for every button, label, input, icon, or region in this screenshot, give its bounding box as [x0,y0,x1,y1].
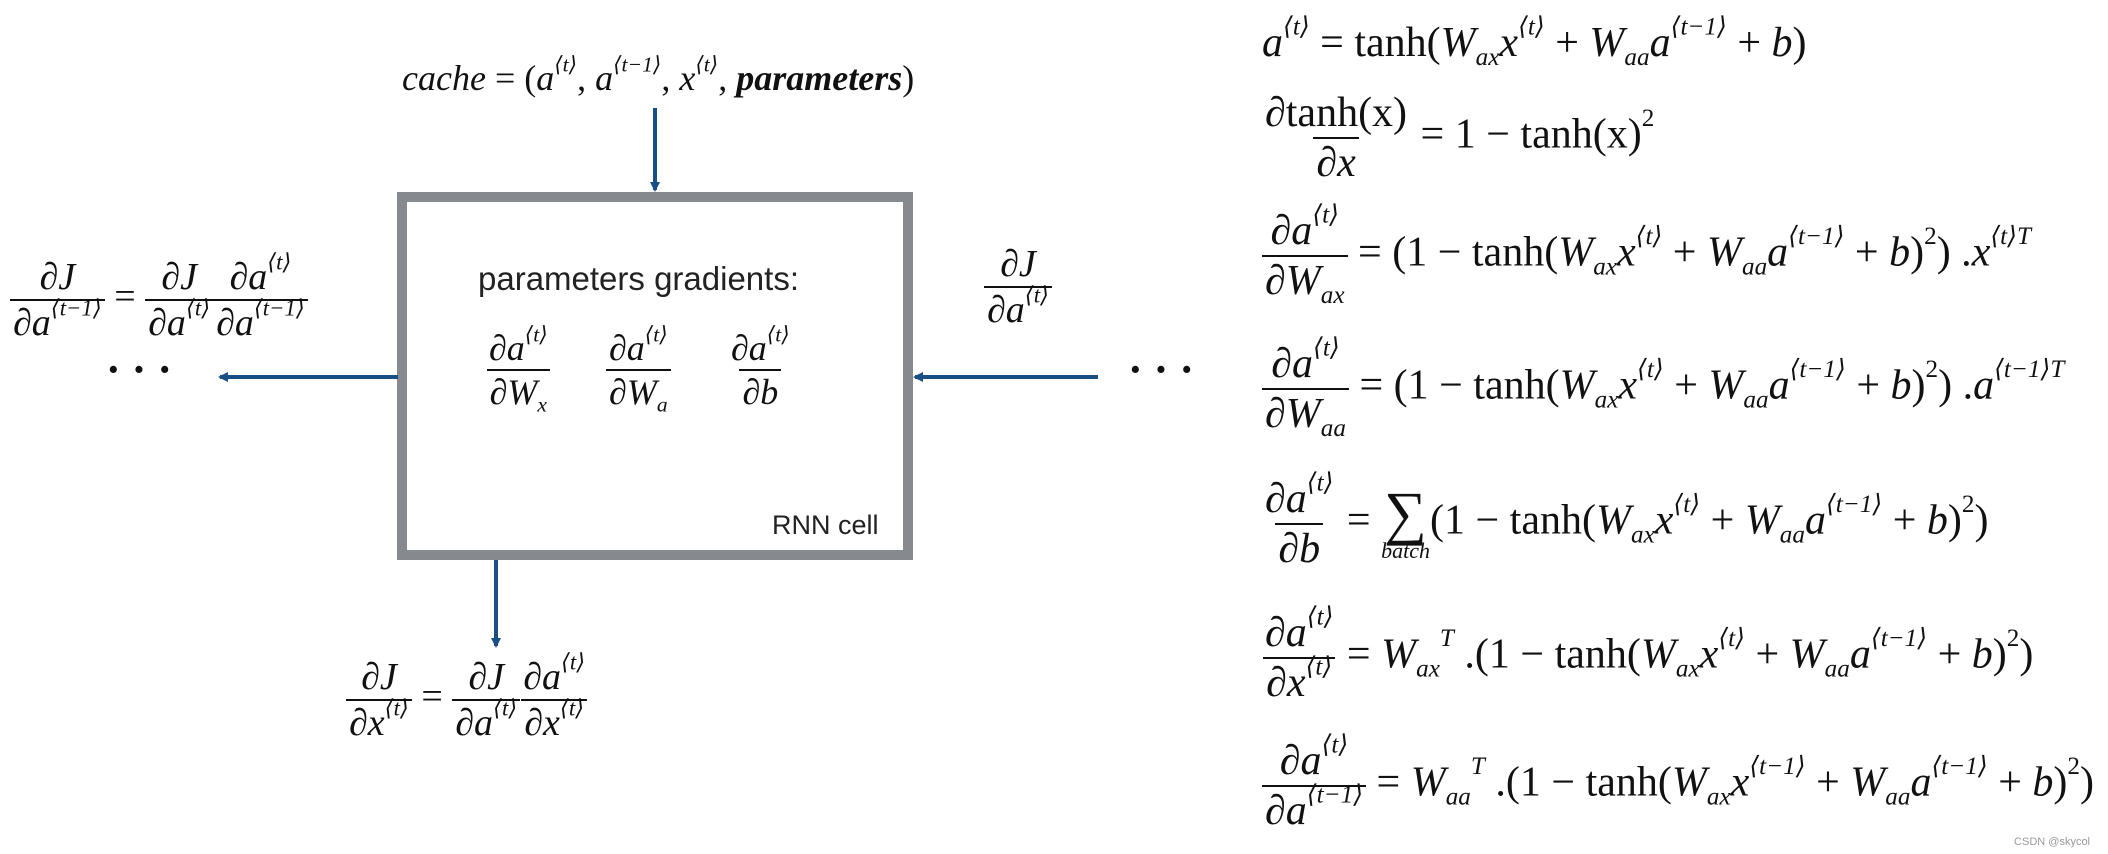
param-grad-wx: ∂a⟨t⟩∂Wx [486,324,551,415]
equation-grad-b: ∂a⟨t⟩∂b = ∑batch(1 − tanh(Waxx⟨t⟩ + Waaa… [1265,469,1989,572]
watermark: CSDN @skycol [2014,836,2090,848]
equation-tanh-derivative: ∂tanh(x)∂x = 1 − tanh(x)2 [1265,90,1655,186]
right-ellipsis: · · · [1128,345,1195,394]
left-gradient-equation: ∂J∂a⟨t−1⟩ = ∂J∂a⟨t⟩∂a⟨t⟩∂a⟨t−1⟩ [10,251,308,342]
param-grad-b: ∂a⟨t⟩∂b [731,322,790,412]
rnn-backprop-diagram [218,108,1098,648]
equation-grad-x: ∂a⟨t⟩∂x⟨t⟩ = WaxT .(1 − tanh(Waxx⟨t⟩ + W… [1263,603,2034,706]
bottom-gradient-equation: ∂J∂x⟨t⟩ = ∂J∂a⟨t⟩∂a⟨t⟩∂x⟨t⟩ [346,651,588,742]
cache-label: cache = (a⟨t⟩, a⟨t−1⟩, x⟨t⟩, parameters) [402,52,915,98]
equation-grad-wax: ∂a⟨t⟩∂Wax = (1 − tanh(Waxx⟨t⟩ + Waaa⟨t−1… [1262,202,2031,308]
params-title: parameters gradients: [478,260,799,297]
incoming-gradient-label: ∂J∂a⟨t⟩ [984,245,1052,329]
equation-grad-waa: ∂a⟨t⟩∂Waa = (1 − tanh(Waxx⟨t⟩ + Waaa⟨t−1… [1262,335,2064,441]
rnn-cell-box [397,192,913,560]
param-grad-wa: ∂a⟨t⟩∂Wa [606,324,671,415]
left-ellipsis: · · · [106,345,173,394]
rnn-cell-label: RNN cell [772,510,879,540]
equation-grad-a-prev: ∂a⟨t⟩∂a⟨t−1⟩ = WaaT .(1 − tanh(Waxx⟨t−1⟩… [1262,732,2094,832]
equation-forward: a⟨t⟩ = tanh(Waxx⟨t⟩ + Waaa⟨t−1⟩ + b) [1262,13,1807,71]
